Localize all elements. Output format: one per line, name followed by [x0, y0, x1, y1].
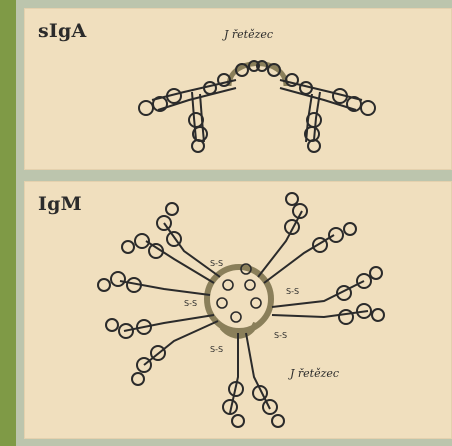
- siga-panel: sIgA J řetězec: [24, 8, 452, 170]
- igm-diagram: [24, 181, 452, 439]
- siga-diagram: [24, 8, 452, 170]
- siga-right-monomer: [257, 61, 375, 152]
- igm-panel: IgM J řetězec S-S S-S S-S S-S S-S: [24, 181, 452, 439]
- igm-arms: [98, 193, 384, 427]
- siga-left-monomer: [139, 61, 259, 152]
- content-frame: sIgA J řetězec: [16, 0, 452, 446]
